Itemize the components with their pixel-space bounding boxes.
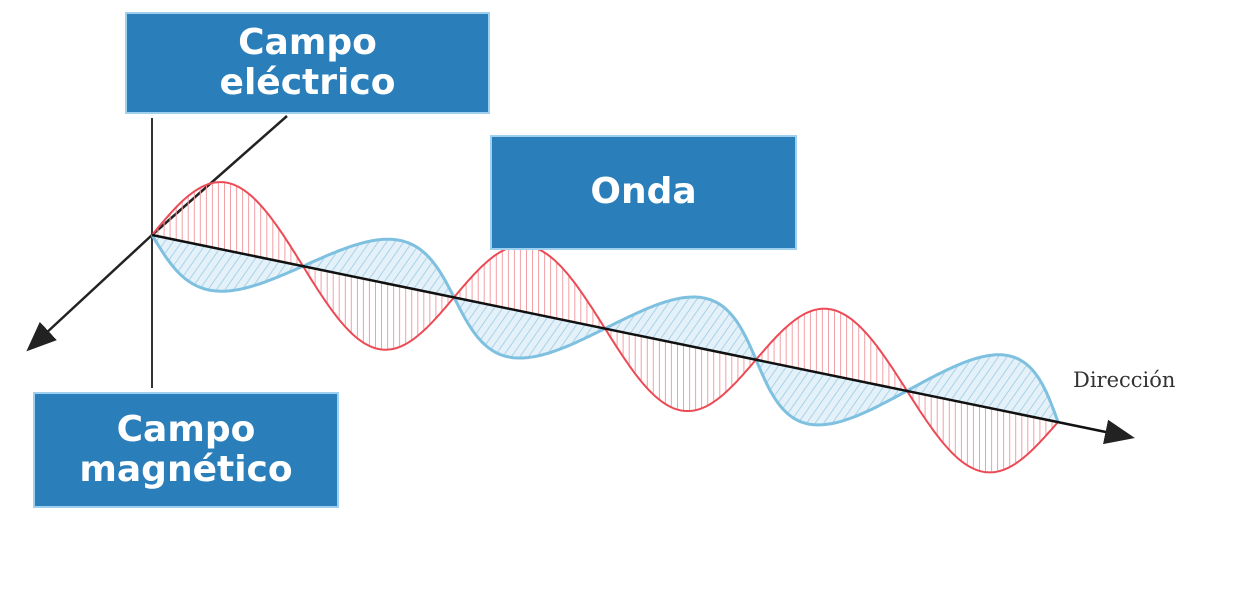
magnetic-field-label-line2: magnético <box>79 449 293 490</box>
direction-label: Dirección <box>1073 368 1176 392</box>
magnetic-field-label: Campo magnético <box>33 392 339 508</box>
direction-axis <box>151 233 1135 445</box>
electric-field-label-line1: Campo <box>238 21 377 63</box>
magnetic-field-label-line1: Campo <box>116 408 256 450</box>
wave-label: Onda <box>490 135 797 250</box>
wave-label-text: Onda <box>590 171 697 213</box>
electric-field-label: Campo eléctrico <box>125 12 490 114</box>
diagonal-axis-lower <box>26 234 153 352</box>
electric-field-label-line2: eléctrico <box>219 62 396 103</box>
diagonal-axis-upper <box>151 115 288 236</box>
